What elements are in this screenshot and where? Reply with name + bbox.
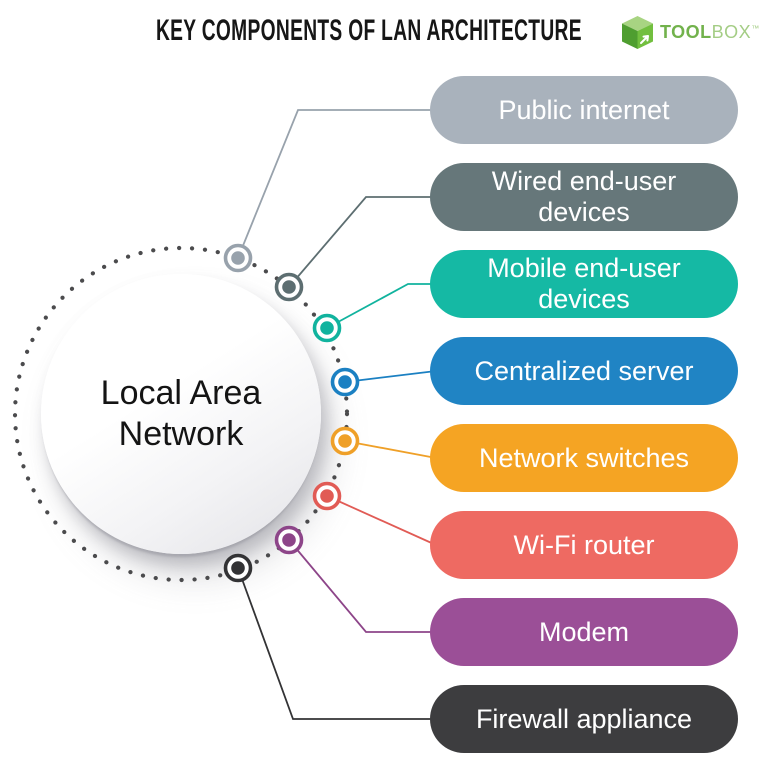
pill-label: Wi-Fi router (513, 529, 655, 560)
connector-line-modem (288, 539, 436, 633)
node-dot-firewall (231, 561, 245, 575)
connector-line-public-internet (237, 109, 436, 259)
lan-label-line1: Local Area (100, 374, 262, 412)
connector-line-centralized-server (344, 370, 437, 383)
pill-label: Mobile end-user devices (487, 253, 681, 314)
node-dot-mobile-devices (320, 321, 334, 335)
connector-line-network-switches (344, 440, 437, 459)
dotted-ring (12, 245, 350, 583)
toolbox-logo: TOOLBOX™ (622, 16, 760, 49)
node-dot-wired-devices (282, 280, 296, 294)
node-dot-centralized-server (338, 375, 352, 389)
logo-tool: TOOL (660, 22, 712, 42)
pill-network-switches: Network switches (430, 424, 738, 492)
pill-modem: Modem (430, 598, 738, 666)
toolbox-logo-text: TOOLBOX™ (660, 22, 760, 43)
pill-label: Firewall appliance (475, 703, 693, 734)
pill-wifi-router: Wi-Fi router (430, 511, 738, 579)
pill-public-internet: Public internet (430, 76, 738, 144)
lan-center-circle: Local Area Network (41, 274, 321, 554)
pill-firewall-appliance: Firewall appliance (430, 685, 738, 753)
lan-label-line2: Network (118, 415, 244, 453)
pill-label: Modem (538, 616, 630, 647)
pill-label: Centralized server (474, 355, 694, 386)
node-dot-modem (282, 533, 296, 547)
connector-line-wifi-router (326, 495, 437, 546)
pill-centralized-server: Centralized server (430, 337, 738, 405)
node-dot-public-internet (231, 251, 245, 265)
connector-line-mobile-devices (326, 283, 436, 329)
page-title: KEY COMPONENTS OF LAN ARCHITECTURE (156, 14, 582, 47)
node-dot-wifi-router (320, 489, 334, 503)
pill-label: Public internet (498, 94, 670, 125)
pill-mobile-devices: Mobile end-user devices (430, 250, 738, 318)
logo-box: BOX (711, 22, 752, 42)
toolbox-cube-icon (622, 16, 653, 49)
connector-line-firewall (237, 567, 436, 720)
pill-label: Wired end-user devices (491, 166, 677, 227)
pill-wired-devices: Wired end-user devices (430, 163, 738, 231)
node-dot-network-switches (338, 434, 352, 448)
pill-label: Network switches (478, 442, 690, 473)
logo-tm: ™ (751, 24, 760, 33)
connector-line-wired-devices (288, 196, 436, 288)
